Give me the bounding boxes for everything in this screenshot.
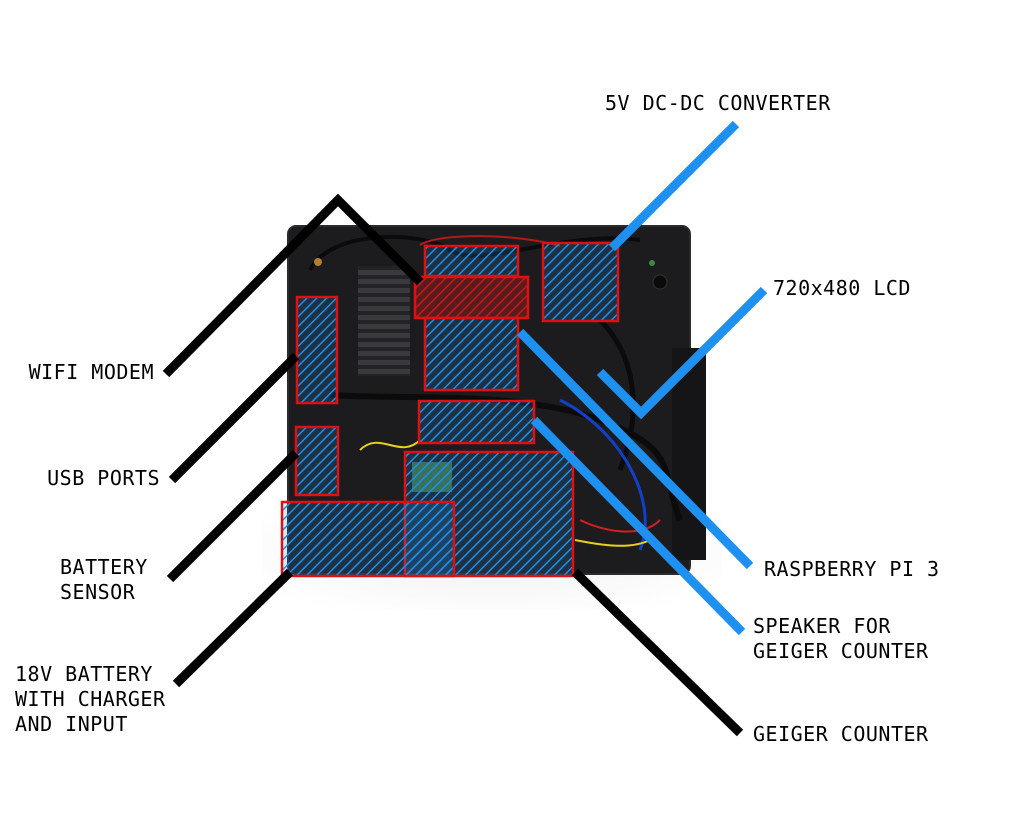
label-battery: 18V BATTERY WITH CHARGER AND INPUT bbox=[15, 662, 166, 737]
region-usb-ports bbox=[294, 425, 340, 497]
leader-wifi-modem bbox=[162, 193, 424, 378]
knob bbox=[652, 274, 668, 290]
label-speaker-line2: GEIGER COUNTER bbox=[753, 639, 929, 663]
label-battery-sensor: BATTERY SENSOR bbox=[60, 555, 148, 605]
region-raspberry-pi bbox=[423, 316, 520, 392]
region-dc-converter bbox=[541, 241, 620, 323]
region-red-connector bbox=[413, 275, 530, 320]
label-battery-sensor-line2: SENSOR bbox=[60, 580, 136, 604]
label-speaker: SPEAKER FOR GEIGER COUNTER bbox=[753, 614, 929, 664]
label-usb-ports: USB PORTS bbox=[47, 466, 160, 490]
label-battery-line2: WITH CHARGER bbox=[15, 687, 166, 711]
label-raspberry-pi: RASPBERRY PI 3 bbox=[764, 557, 940, 581]
label-dc-converter: 5V DC-DC CONVERTER bbox=[605, 91, 831, 115]
leader-lines bbox=[162, 120, 768, 737]
cable-red bbox=[579, 519, 661, 533]
led bbox=[649, 260, 655, 266]
label-geiger-counter: GEIGER COUNTER bbox=[753, 722, 929, 746]
cable-yellow bbox=[359, 439, 421, 451]
leader-usb-ports bbox=[168, 352, 300, 484]
leader-battery-sensor bbox=[166, 449, 300, 583]
screw bbox=[314, 258, 322, 266]
region-raspberry-pi-top bbox=[423, 244, 520, 278]
region-wifi-modem bbox=[295, 295, 339, 405]
leader-dc-converter bbox=[608, 120, 740, 252]
label-battery-line1: 18V BATTERY bbox=[15, 662, 153, 686]
region-battery bbox=[280, 500, 456, 578]
leader-lcd bbox=[596, 286, 768, 420]
lcd-housing-side bbox=[672, 348, 706, 560]
heatsink-vents bbox=[358, 266, 410, 376]
cable-yellow bbox=[574, 539, 651, 547]
label-battery-line3: AND INPUT bbox=[15, 712, 128, 736]
label-wifi-modem: WIFI MODEM bbox=[28, 360, 154, 384]
label-lcd: 720x480 LCD bbox=[773, 276, 911, 300]
label-battery-sensor-line1: BATTERY bbox=[60, 555, 148, 579]
leader-raspberry-pi bbox=[516, 328, 754, 570]
cable bbox=[598, 318, 636, 471]
region-speaker bbox=[417, 399, 536, 445]
highlight-regions bbox=[280, 241, 620, 578]
leader-speaker bbox=[530, 416, 746, 636]
leader-battery bbox=[172, 568, 294, 688]
label-speaker-line1: SPEAKER FOR bbox=[753, 614, 891, 638]
leader-geiger-counter bbox=[571, 568, 744, 737]
